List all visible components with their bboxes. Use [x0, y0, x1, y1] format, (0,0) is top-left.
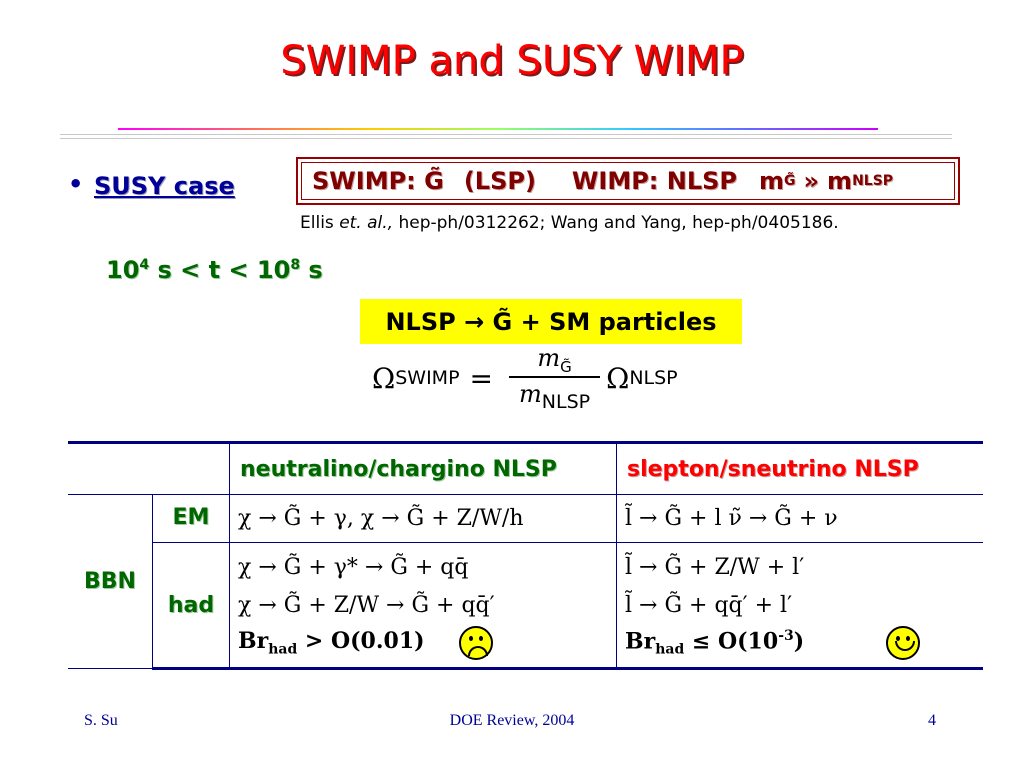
mass-g: m: [759, 167, 785, 195]
table-row: had χ → G̃ + γ* → G̃ + qq̄ χ → G̃ + Z/W …: [68, 542, 983, 670]
table-row: neutralino/chargino NLSP slepton/sneutri…: [68, 441, 983, 495]
br-neutralino-line: Brhad > O(0.01): [238, 624, 616, 662]
reference-line: Ellis et. al., hep-ph/0312262; Wang and …: [300, 213, 839, 233]
footer-event: DOE Review, 2004: [449, 712, 575, 729]
omega-symbol: Ω: [372, 361, 396, 395]
num-sub: G̃: [560, 357, 572, 376]
br-slepton-line: Brhad ≤ O(10-3): [625, 624, 983, 662]
footer-author: S. Su: [84, 712, 118, 729]
br-rel: > O(0.01): [297, 628, 425, 655]
happy-face-icon: [886, 626, 921, 660]
den-sub: NLSP: [541, 390, 591, 413]
bbn-constraint-table: neutralino/chargino NLSP slepton/sneutri…: [68, 441, 983, 670]
time-mid: s < t < 10: [157, 256, 291, 284]
em-neutralino-decays: χ → G̃ + γ, χ → G̃ + Z/W/h: [229, 494, 617, 543]
mass-nlsp-sub: NLSP: [852, 173, 894, 189]
time-unit: s: [308, 256, 323, 284]
ref-rest: hep-ph/0312262; Wang and Yang, hep-ph/04…: [398, 213, 839, 233]
br-neutralino: Brhad > O(0.01): [238, 628, 425, 657]
sad-face-icon: [458, 626, 493, 660]
header-neutralino: neutralino/chargino NLSP: [229, 441, 617, 495]
br-close: ): [793, 628, 805, 655]
footer-page-number: 4: [928, 712, 936, 729]
equals-sign: =: [469, 361, 493, 395]
br-slepton: Brhad ≤ O(10-3): [625, 628, 804, 658]
decay-highlight: NLSP → G̃ + SM particles: [360, 299, 742, 344]
lsp-label: (LSP): [463, 167, 536, 195]
time-exp1: 4: [139, 257, 150, 273]
row-label-em: EM: [152, 494, 230, 543]
lifetime-range: 104 s < t < 108 s: [106, 256, 323, 284]
had-slepton-2: l̃ → G̃ + qq̄′ + l′: [625, 592, 793, 618]
had-neutralino-1: χ → G̃ + γ* → G̃ + qq̄: [238, 554, 469, 580]
omega-swimp-sub: SWIMP: [395, 367, 460, 389]
em-slepton-decays: l̃ → G̃ + l ν̃ → G̃ + ν: [616, 494, 983, 543]
row-label-bbn: BBN: [68, 494, 153, 669]
den-m: m: [519, 379, 542, 408]
mass-g-sub: G̃: [784, 173, 796, 189]
had-slepton-1: l̃ → G̃ + Z/W + l′: [625, 554, 805, 580]
had-neutralino-2: χ → G̃ + Z/W → G̃ + qq̄′: [238, 592, 495, 618]
slide-title: SWIMP and SUSY WIMP: [280, 38, 744, 84]
swimp-label: SWIMP: G̃: [312, 167, 444, 195]
omega-symbol: Ω: [606, 361, 630, 395]
mass-ratio: mG̃ mNLSP: [509, 344, 601, 413]
table-cell-empty: [68, 441, 230, 495]
rainbow-divider: [118, 128, 878, 130]
table-row: BBN EM χ → G̃ + γ, χ → G̃ + Z/W/h l̃ → G…: [68, 494, 983, 669]
br-exp: -3: [778, 628, 794, 645]
br-sub: had: [655, 641, 685, 658]
mass-nlsp: m: [827, 167, 853, 195]
omega-nlsp-sub: NLSP: [629, 367, 678, 389]
had-neutralino-cell: χ → G̃ + γ* → G̃ + qq̄ χ → G̃ + Z/W → G̃…: [229, 542, 617, 670]
susy-case-link[interactable]: SUSY case: [94, 172, 235, 200]
br-sub: had: [268, 641, 298, 658]
time-base1: 10: [106, 256, 140, 284]
ref-et-al: et. al.,: [339, 213, 394, 233]
br-rel: ≤ O(10: [684, 628, 779, 655]
br-prefix: Br: [625, 628, 656, 655]
divider-line: [60, 138, 952, 139]
much-greater-sign: »: [803, 167, 820, 195]
divider-line: [60, 134, 952, 135]
mass-ratio-denominator: mNLSP: [509, 375, 601, 413]
had-slepton-cell: l̃ → G̃ + Z/W + l′ l̃ → G̃ + qq̄′ + l′ B…: [616, 542, 983, 670]
header-slepton: slepton/sneutrino NLSP: [616, 441, 983, 495]
mass-ratio-numerator: mG̃: [527, 344, 581, 376]
bullet-icon: •: [68, 170, 84, 198]
br-prefix: Br: [238, 628, 269, 655]
ref-ellis: Ellis: [300, 213, 334, 233]
num-m: m: [537, 343, 561, 372]
time-exp2: 8: [290, 257, 301, 273]
wimp-label: WIMP: NLSP: [571, 167, 738, 195]
row-label-had: had: [152, 542, 230, 670]
